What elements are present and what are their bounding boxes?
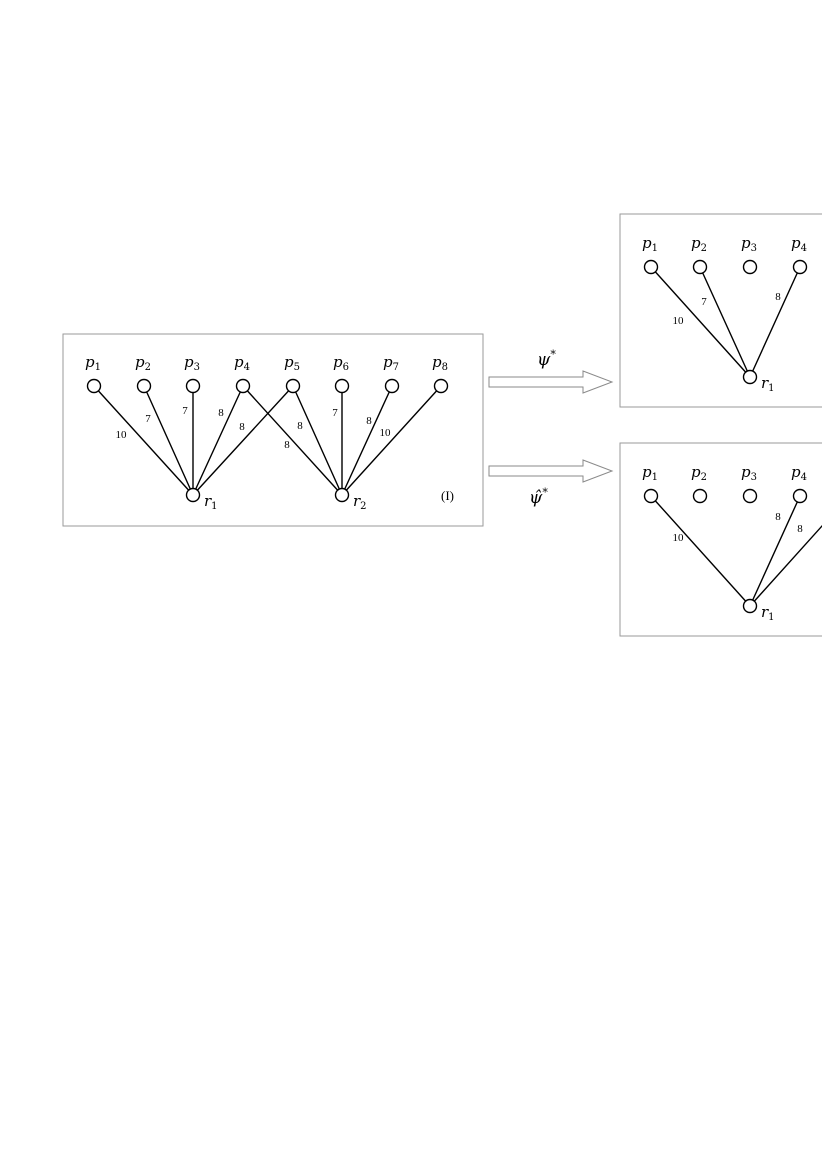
product-node-p2 — [136, 378, 152, 394]
product-label-p3: p3 — [184, 353, 200, 373]
edge-weight: 10 — [673, 532, 685, 544]
panel-psi-star-frame — [619, 213, 822, 408]
product-label-p3: p3 — [741, 234, 757, 254]
edge-weight: 7 — [701, 296, 707, 308]
retailer-node-r1 — [742, 369, 758, 385]
product-node-p2 — [692, 488, 708, 504]
retailer-node-r1 — [185, 487, 201, 503]
product-label-p4: p4 — [791, 463, 807, 483]
edge-p8-r2 — [341, 385, 442, 496]
product-label-p5: p5 — [284, 353, 300, 373]
panel-psi-hat-star-frame — [619, 442, 822, 637]
product-node-p7 — [384, 378, 400, 394]
edge-weight: 10 — [673, 315, 685, 327]
product-label-p2: p2 — [691, 234, 707, 254]
retailer-label-r2: r2 — [353, 492, 367, 512]
retailer-node-r2 — [334, 487, 350, 503]
product-node-p8 — [433, 378, 449, 394]
product-node-p4 — [792, 488, 808, 504]
product-label-p2: p2 — [135, 353, 151, 373]
edge-weight: 10 — [116, 429, 128, 441]
product-node-p3 — [742, 259, 758, 275]
edge-weight: 8 — [797, 523, 803, 535]
retailer-label-r1: r1 — [761, 374, 775, 394]
product-node-p1 — [643, 488, 659, 504]
product-label-p1: p1 — [85, 353, 101, 373]
product-node-p1 — [643, 259, 659, 275]
retailer-node-r1 — [742, 598, 758, 614]
product-label-p4: p4 — [234, 353, 250, 373]
edge-weight: 8 — [775, 291, 781, 303]
label-psi-hat-star: ψ̂* — [529, 486, 548, 508]
edge-weight: 8 — [775, 511, 781, 523]
product-label-p1: p1 — [642, 463, 658, 483]
product-node-p4 — [235, 378, 251, 394]
retailer-label-r1: r1 — [761, 603, 775, 623]
panel-psi-hat-star: 10 8 8 p1 p2 p3 p4 r1 — [642, 463, 822, 623]
edge-p1-r1 — [650, 495, 751, 607]
edge-weight: 8 — [297, 420, 303, 432]
panel-psi-star: 10 7 8 p1 p2 p3 p4 r1 — [642, 234, 808, 394]
product-label-p4: p4 — [791, 234, 807, 254]
edge-p4-r1 — [749, 495, 801, 607]
edge-weight: 10 — [380, 427, 392, 439]
edge-weight: 7 — [145, 413, 151, 425]
edge-weight: 7 — [182, 405, 188, 417]
product-label-p6: p6 — [333, 353, 349, 373]
edge-p7-r2 — [341, 385, 393, 496]
edge-p5-r1 — [192, 385, 294, 496]
edge-p4-r1 — [749, 266, 801, 378]
product-node-p1 — [86, 378, 102, 394]
product-node-p3 — [742, 488, 758, 504]
edge-p2-r1 — [143, 385, 194, 496]
edge-weight: 8 — [218, 407, 224, 419]
edge-p2-r1 — [699, 266, 751, 378]
edge-p4-r2 — [242, 385, 343, 496]
arrow-psi-star — [488, 370, 614, 394]
edge-p5-r1 — [749, 524, 822, 607]
product-node-p5 — [285, 378, 301, 394]
product-label-p3: p3 — [741, 463, 757, 483]
edge-p1-r1 — [650, 266, 751, 378]
product-node-p4 — [792, 259, 808, 275]
product-node-p6 — [334, 378, 350, 394]
product-node-p3 — [185, 378, 201, 394]
arrow-psi-hat-star — [488, 459, 614, 483]
panel-I-tag: (I) — [441, 488, 454, 503]
edge-p4-r1 — [192, 385, 244, 496]
edge-weight: 7 — [332, 407, 338, 419]
product-label-p2: p2 — [691, 463, 707, 483]
product-label-p7: p7 — [383, 353, 399, 373]
retailer-label-r1: r1 — [204, 492, 218, 512]
panel-I-frame — [62, 333, 484, 527]
edge-weight: 8 — [284, 439, 290, 451]
edge-p1-r1 — [93, 385, 194, 496]
product-label-p8: p8 — [432, 353, 448, 373]
product-node-p2 — [692, 259, 708, 275]
label-psi-star: ψ* — [537, 348, 556, 370]
edge-weight: 8 — [239, 421, 245, 433]
edge-weight: 8 — [366, 415, 372, 427]
edge-p5-r2 — [292, 385, 343, 496]
product-label-p1: p1 — [642, 234, 658, 254]
